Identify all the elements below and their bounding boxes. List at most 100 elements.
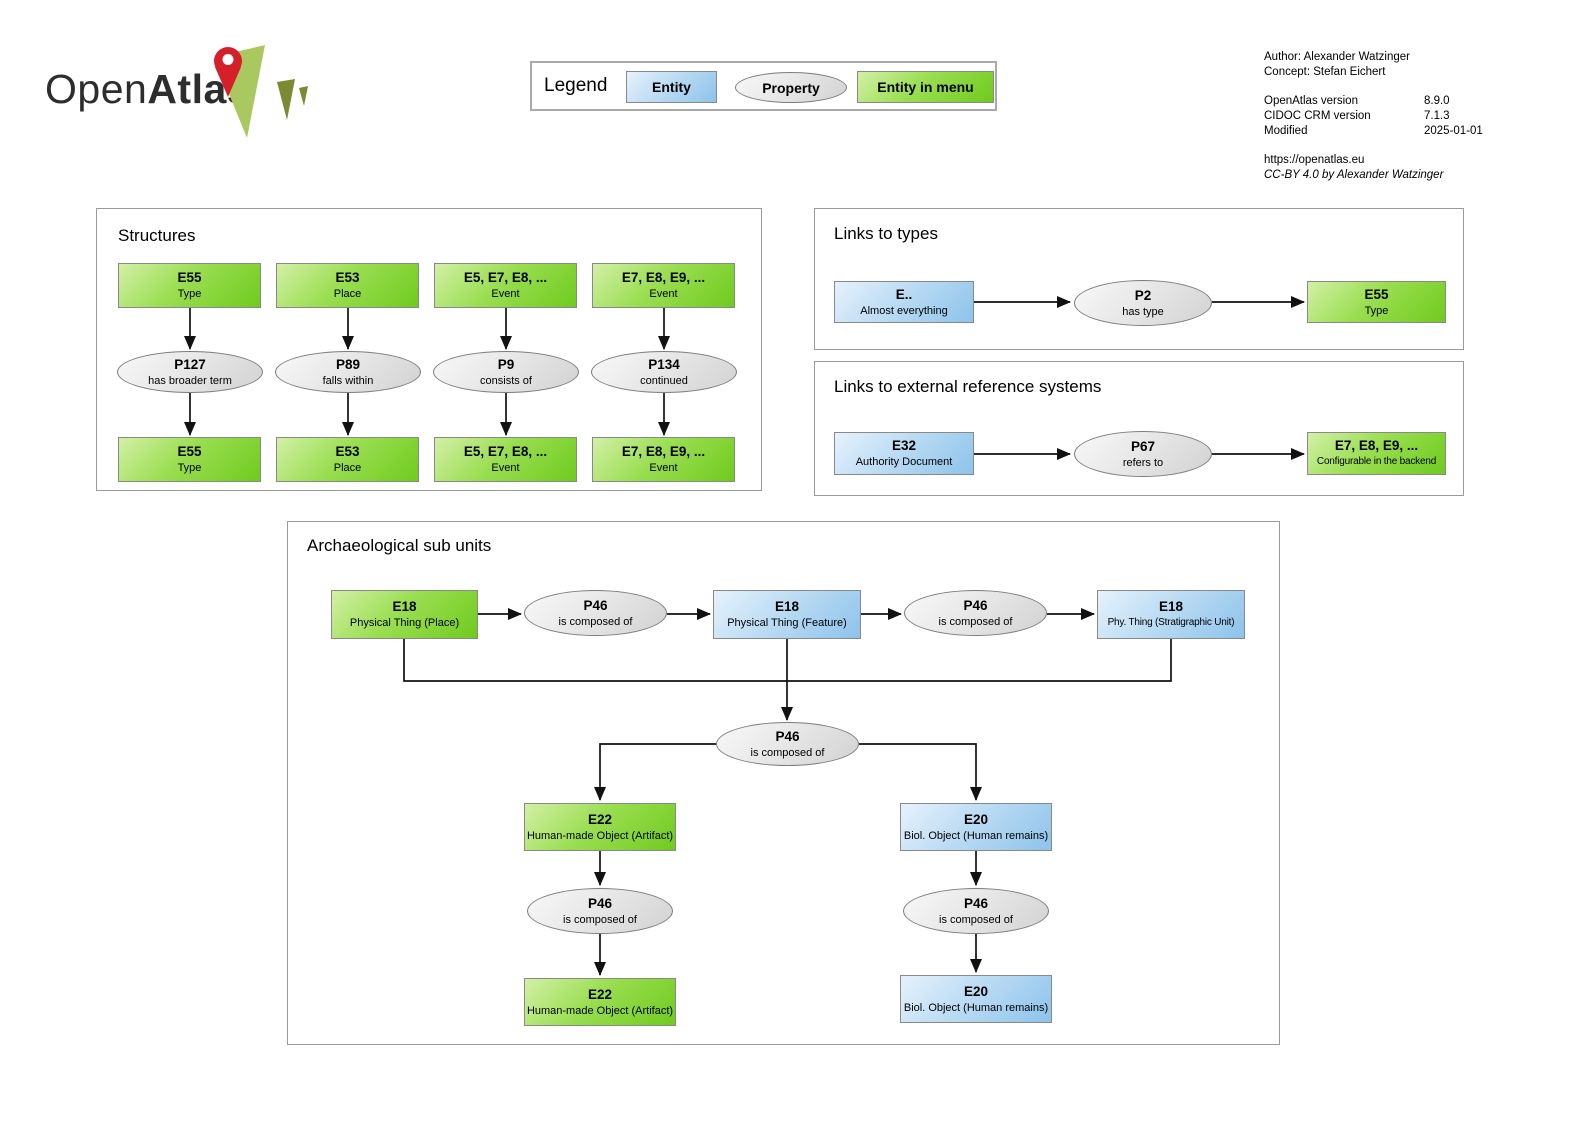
node-label: refers to	[1122, 456, 1164, 469]
legend-entity-sample: Entity	[626, 71, 717, 103]
links-to-external-title: Links to external reference systems	[834, 377, 1102, 396]
links-to-types-section	[814, 208, 1464, 350]
node-code: P46	[963, 597, 988, 613]
node-code: E55	[177, 444, 202, 459]
node-label: Type	[177, 288, 202, 300]
node-code: E55	[177, 270, 202, 285]
meta-author: Author: Alexander Watzinger	[1264, 51, 1410, 63]
node-property: P46 is composed of	[716, 722, 859, 766]
node-property: P127 has broader term	[117, 351, 263, 393]
legend-property-sample: Property	[735, 72, 847, 103]
meta-license: CC-BY 4.0 by Alexander Watzinger	[1264, 169, 1444, 181]
node-code: E7, E8, E9, ...	[1334, 438, 1419, 453]
meta-modified-label: Modified	[1264, 125, 1308, 137]
node-property: P89 falls within	[275, 351, 421, 393]
node-entity: E20 Biol. Object (Human remains)	[900, 803, 1052, 851]
node-code: E18	[1158, 599, 1184, 614]
node-label: consists of	[480, 374, 532, 387]
node-property: P9 consists of	[433, 351, 579, 393]
node-entity: E.. Almost everything	[834, 281, 974, 323]
node-entity: E22 Human-made Object (Artifact)	[524, 978, 676, 1026]
node-label: Physical Thing (Feature)	[727, 617, 847, 629]
meta-url: https://openatlas.eu	[1264, 154, 1365, 166]
node-property: P2 has type	[1074, 280, 1212, 326]
node-entity: E53 Place	[276, 437, 419, 482]
node-label: is composed of	[750, 746, 825, 759]
node-code: P46	[963, 895, 989, 911]
node-entity: E7, E8, E9, ... Event	[592, 263, 735, 308]
node-label: Human-made Object (Artifact)	[526, 829, 674, 842]
node-code: E55	[1364, 286, 1389, 302]
meta-crm-row: CIDOC CRM version 7.1.3	[1264, 109, 1588, 124]
archaeology-title: Archaeological sub units	[307, 536, 492, 555]
node-label: Event	[491, 462, 520, 474]
node-entity: E18 Physical Thing (Feature)	[713, 590, 861, 639]
node-entity: E18 Phy. Thing (Stratigraphic Unit)	[1097, 590, 1245, 639]
node-label: Place	[333, 462, 362, 474]
node-property: P134 continued	[591, 351, 737, 393]
node-label: Phy. Thing (Stratigraphic Unit)	[1107, 617, 1235, 628]
node-code: P134	[648, 356, 680, 372]
node-label: Almost everything	[860, 304, 948, 317]
node-entity: E55 Type	[1307, 281, 1446, 323]
node-code: E53	[335, 444, 360, 459]
node-code: E32	[891, 438, 917, 453]
node-label: Biol. Object (Human remains)	[903, 1001, 1049, 1014]
meta-version-value: 8.9.0	[1424, 95, 1450, 107]
node-code: E..	[895, 286, 913, 302]
node-label: is composed of	[938, 615, 1013, 628]
node-label: Biol. Object (Human remains)	[903, 829, 1049, 842]
meta-crm-label: CIDOC CRM version	[1264, 110, 1371, 122]
node-code: E5, E7, E8, ...	[463, 270, 548, 285]
node-label: Event	[491, 288, 520, 300]
node-label: is composed of	[939, 913, 1013, 926]
node-property: P46 is composed of	[527, 888, 673, 934]
node-label: has broader term	[148, 374, 232, 387]
legend-entity-in-menu-sample: Entity in menu	[857, 71, 994, 103]
node-code: E5, E7, E8, ...	[463, 444, 548, 459]
node-entity: E20 Biol. Object (Human remains)	[900, 975, 1052, 1023]
node-code: E20	[963, 811, 989, 827]
node-label: Authority Document	[855, 456, 953, 468]
node-label: Type	[1364, 304, 1389, 317]
meta-crm-value: 7.1.3	[1424, 110, 1450, 122]
node-entity: E32 Authority Document	[834, 432, 974, 475]
node-entity: E55 Type	[118, 437, 261, 482]
node-label: is composed of	[558, 615, 633, 628]
node-property: P67 refers to	[1074, 431, 1212, 477]
node-code: E18	[392, 599, 417, 614]
node-code: P127	[174, 356, 206, 372]
node-label: Configurable in the backend	[1316, 456, 1437, 467]
node-entity: E5, E7, E8, ... Event	[434, 437, 577, 482]
node-label: Event	[649, 288, 678, 300]
node-label: falls within	[322, 374, 374, 387]
node-label: Place	[333, 288, 362, 300]
node-code: P46	[587, 895, 613, 911]
meta-info: Author: Alexander Watzinger Concept: Ste…	[1264, 50, 1588, 183]
node-code: E22	[587, 811, 613, 827]
node-entity: E7, E8, E9, ... Event	[592, 437, 735, 482]
node-label: Physical Thing (Place)	[349, 617, 460, 629]
node-entity: E22 Human-made Object (Artifact)	[524, 803, 676, 851]
node-label: Human-made Object (Artifact)	[526, 1004, 674, 1017]
node-code: P9	[497, 356, 515, 372]
node-label: is composed of	[563, 913, 637, 926]
node-entity: E55 Type	[118, 263, 261, 308]
node-entity: E53 Place	[276, 263, 419, 308]
node-code: E18	[774, 599, 800, 614]
node-entity: E5, E7, E8, ... Event	[434, 263, 577, 308]
node-code: P2	[1134, 287, 1152, 303]
node-code: P46	[775, 728, 800, 744]
node-code: E22	[587, 986, 613, 1002]
node-code: P67	[1130, 438, 1156, 454]
node-label: Type	[177, 462, 202, 474]
node-label: continued	[640, 374, 688, 387]
node-entity: E18 Physical Thing (Place)	[331, 590, 478, 639]
openatlas-logo-icon	[214, 45, 308, 138]
logo-text-open: Open	[45, 66, 148, 112]
node-code: E20	[963, 983, 989, 999]
node-code: E7, E8, E9, ...	[621, 270, 706, 285]
